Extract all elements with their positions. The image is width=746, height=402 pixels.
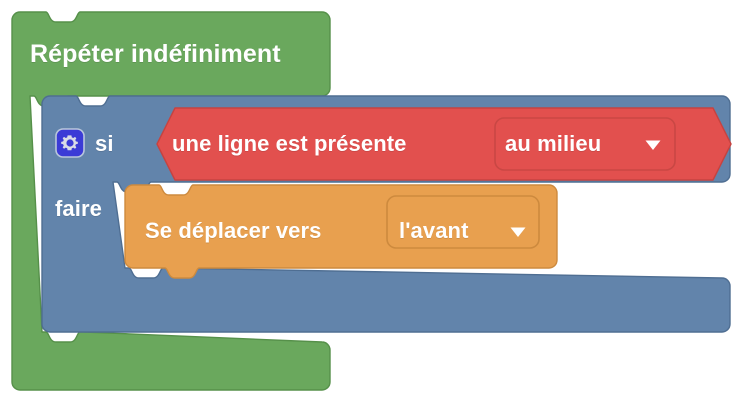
move-towards-block-label: Se déplacer vers bbox=[145, 218, 322, 243]
do-keyword-label: faire bbox=[55, 196, 102, 221]
repeat-forever-block-label: Répéter indéfiniment bbox=[30, 40, 281, 68]
chevron-down-icon[interactable] bbox=[644, 139, 662, 151]
if-keyword-label: si bbox=[95, 131, 114, 156]
position-dropdown-value[interactable]: au milieu bbox=[505, 131, 602, 156]
line-present-condition-label: une ligne est présente bbox=[172, 131, 407, 156]
position-dropdown-field[interactable] bbox=[494, 117, 676, 171]
direction-dropdown-field[interactable] bbox=[386, 195, 540, 249]
direction-dropdown-value[interactable]: l'avant bbox=[399, 218, 469, 243]
gear-icon[interactable] bbox=[55, 128, 85, 158]
chevron-down-icon[interactable] bbox=[509, 226, 527, 238]
